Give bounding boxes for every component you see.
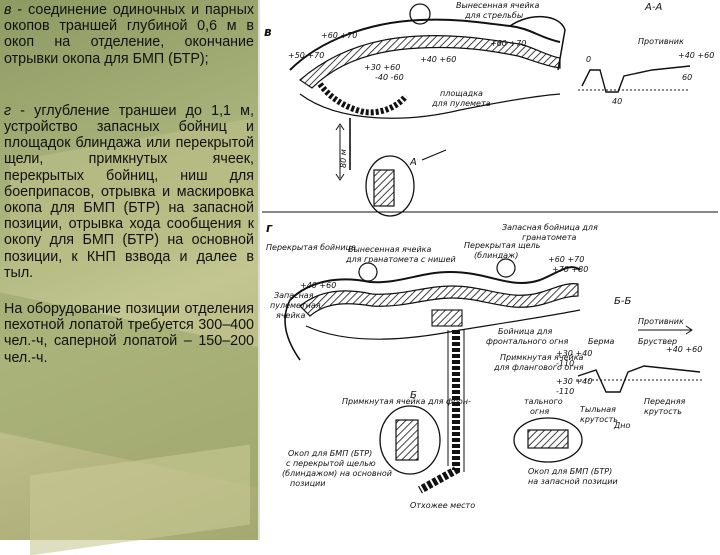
diagram-panel: в Вынесенная ячейка для стрельбы А-А +60…: [258, 0, 720, 540]
paragraph-stage-v: в - соединение одиночных и парных окопов…: [4, 2, 254, 67]
trench-v-outer: [289, 18, 561, 71]
label-rear-slope: Тыльная: [580, 405, 616, 414]
elev-aa-3: 0: [586, 55, 591, 64]
label-front-loop: Бойница для: [498, 327, 553, 336]
label-cell-niche-2: для гранатомета с нишей: [345, 255, 456, 264]
trench-v-right: [509, 15, 566, 71]
label-enemy-v: Противник: [638, 37, 684, 46]
elev-bb-3: +40 +60: [666, 345, 702, 354]
label-enemy-g: Противник: [638, 317, 684, 326]
elev-bb-1: +30 +40: [556, 349, 592, 358]
label-flank-2: для флангового огня: [493, 363, 584, 372]
elev-v-6: +60 +70: [490, 39, 526, 48]
trench-v-branch: [317, 82, 409, 116]
section-g-label: г: [266, 221, 273, 235]
label-cell-v: Вынесенная ячейка: [456, 1, 539, 10]
label-bmp-main-3: (блиндажом) на основной: [282, 469, 392, 478]
label-slit-2: (блиндаж): [474, 251, 518, 260]
label-a-mark: А: [409, 157, 417, 168]
profile-aa: [581, 65, 691, 93]
dim-arrow-v: [335, 123, 345, 181]
label-mg-v: площадка: [440, 89, 483, 98]
label-bottom: Дно: [613, 421, 630, 430]
shelter-g: [431, 309, 463, 327]
trench-v-rear: [299, 93, 561, 119]
label-aa: А-А: [644, 2, 662, 13]
label-bmp-spare-2: на запасной позиции: [528, 477, 618, 486]
label-bmp-main-2: с перекрытой щелью: [286, 459, 376, 468]
cell-g-2: [496, 258, 516, 278]
marker-a: [421, 149, 447, 161]
label-breast: Бруствер: [638, 337, 677, 346]
elev-aa-4: 40: [612, 97, 622, 106]
comm-trench-g: [418, 330, 460, 494]
elev-v-2: +50 +70: [288, 51, 324, 60]
label-mg-v-2: для пулемета: [431, 99, 491, 108]
label-bmp-main-4: позиции: [290, 479, 325, 488]
label-front-loop-2: фронтального огня: [486, 337, 569, 346]
bmp-pit-v: [373, 169, 395, 207]
bmp-trench-v: [365, 155, 415, 217]
stage-v-letter: в: [4, 2, 12, 18]
trench-g-left-bend: [284, 299, 301, 361]
trench-diagram: в Вынесенная ячейка для стрельбы А-А +60…: [262, 1, 718, 510]
label-cell-niche: Вынесенная ячейка: [348, 245, 431, 254]
paragraph-effort: На оборудование позиции отделения пехотн…: [4, 301, 254, 366]
label-spare-mg: Запасная: [274, 291, 314, 300]
label-spare-mg-3: ячейка: [276, 311, 305, 320]
stage-v-text: - соединение одиночных и парных окопов т…: [4, 2, 254, 67]
label-direct-3: огня: [530, 407, 549, 416]
elev-v-4: -40 -60: [375, 73, 404, 82]
trench-g-hatched: [299, 283, 579, 317]
elev-v-1: +60 +70: [321, 31, 357, 40]
label-front-slope-2: крутость: [644, 407, 682, 416]
elev-g-3: +40 +60: [300, 281, 336, 290]
label-spare-mg-2: пулеметная: [270, 301, 321, 310]
label-spare-loop: Запасная бойница для: [502, 223, 598, 232]
label-cell-v-2: для стрельбы: [464, 11, 523, 20]
terrain-patch: [30, 444, 250, 555]
paragraph-stage-g: г - углубление траншеи до 1,1 м, устройс…: [4, 103, 254, 281]
label-flank: Примкнутая ячейка: [500, 353, 584, 362]
bmp-trench-main: [379, 405, 441, 475]
label-direct-2: тального: [524, 397, 563, 406]
cell-g-1: [358, 262, 378, 282]
label-bmp-main: Окоп для БМП (БТР): [288, 449, 372, 458]
elev-bb-4: +30 +40: [556, 377, 592, 386]
elev-g-2: +70 +80: [552, 265, 588, 274]
label-berm: Берма: [588, 337, 615, 346]
label-direct: Примкнутая ячейка для фрон-: [342, 397, 471, 406]
firing-cell-v: [409, 3, 431, 25]
label-b-mark: Б: [410, 390, 417, 401]
label-dist-v: 80 м: [339, 149, 348, 168]
elev-v-3: +30 +60: [364, 63, 400, 72]
section-v-label: в: [264, 25, 272, 39]
text-column: в - соединение одиночных и парных окопов…: [4, 2, 254, 366]
label-slit: Перекрытая щель: [464, 241, 541, 250]
trench-g-outer: [289, 266, 581, 301]
label-front-slope: Передняя: [644, 397, 686, 406]
elev-v-5: +40 +60: [420, 55, 456, 64]
elev-g-1: +60 +70: [548, 255, 584, 264]
label-rear-slope-2: крутость: [580, 415, 618, 424]
stage-g-letter: г: [4, 102, 12, 119]
label-bb: Б-Б: [614, 296, 631, 307]
bmp-trench-spare: [513, 417, 583, 463]
elev-aa-2: 60: [682, 73, 692, 82]
elev-bb-5: -110: [556, 387, 574, 396]
elev-bb-2: -110: [556, 359, 574, 368]
arrow-enemy-g: [638, 325, 693, 335]
elev-aa-1: +40 +60: [678, 51, 714, 60]
comm-trench-g-edge: [447, 330, 465, 472]
label-recess: Отхожее место: [410, 501, 475, 510]
label-bmp-spare: Окоп для БМП (БТР): [528, 467, 612, 476]
label-loop-block: Перекрытая бойница: [266, 243, 356, 252]
bmp-pit-spare: [527, 429, 569, 449]
profile-bb: [577, 365, 701, 393]
bmp-pit-main: [395, 419, 419, 461]
label-spare-loop-2: гранатомета: [522, 233, 576, 242]
stage-g-text: - углубление траншеи до 1,1 м, устройств…: [4, 102, 254, 281]
